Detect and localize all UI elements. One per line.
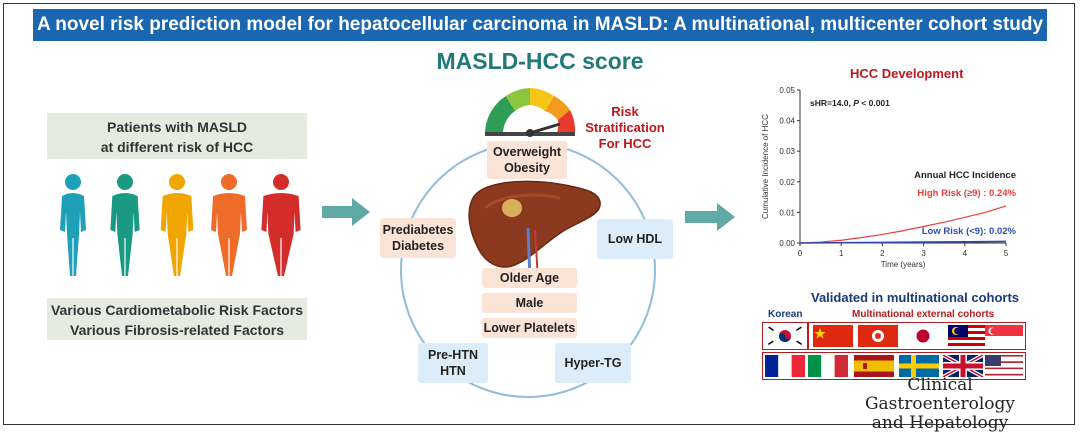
person-figure-icon xyxy=(261,174,301,276)
patients-line2: at different risk of HCC xyxy=(100,139,254,155)
korean-label: Korean xyxy=(768,309,803,320)
high-risk-line xyxy=(799,205,1007,244)
france-flag-icon xyxy=(765,355,805,377)
arrow-right-icon xyxy=(685,203,735,231)
flag-row-2 xyxy=(762,352,1026,380)
prediabetes-line1: Prediabetes xyxy=(382,223,454,237)
italy-flag-icon xyxy=(808,355,848,377)
body-figures xyxy=(60,174,301,276)
factor-low-hdl: Low HDL xyxy=(597,219,673,259)
factor-hyper-tg: Hyper-TG xyxy=(555,343,631,383)
factors-box: Various Cardiometabolic Risk Factors Var… xyxy=(47,298,307,340)
patients-line1: Patients with MASLD xyxy=(106,119,247,135)
factor-prediabetes-diabetes: Prediabetes Diabetes xyxy=(380,218,456,258)
factor-older-age: Older Age xyxy=(482,268,577,288)
korea-flag-icon xyxy=(763,325,807,347)
arrow-right-icon xyxy=(322,198,370,226)
validation-title: Validated in multinational cohorts xyxy=(810,290,1020,305)
sweden-flag-icon xyxy=(899,355,939,377)
risk-label-line1: Risk Stratification xyxy=(585,104,665,135)
hyper-tg-label: Hyper-TG xyxy=(564,356,622,370)
journal-name: Clinical Gastroenterology and Hepatology xyxy=(840,376,1040,433)
risk-gauge-icon xyxy=(485,88,576,137)
flag-row-1 xyxy=(762,322,1026,350)
chart-title: HCC Development xyxy=(850,66,964,81)
y-tick-label: 0.00 xyxy=(779,239,795,248)
x-tick-label: 4 xyxy=(963,249,968,258)
person-figure-icon xyxy=(110,174,140,276)
factors-line1: Various Cardiometabolic Risk Factors xyxy=(50,302,304,318)
factors-line2: Various Fibrosis-related Factors xyxy=(70,322,284,338)
x-tick-label: 5 xyxy=(1004,249,1009,258)
uk-flag-icon xyxy=(943,355,984,377)
y-tick-label: 0.01 xyxy=(779,208,795,217)
low-risk-label: Low Risk (<9): 0.02% xyxy=(922,226,1017,237)
japan-flag-icon xyxy=(903,325,943,347)
overweight-line2: Obesity xyxy=(504,161,550,175)
hongkong-flag-icon xyxy=(858,325,898,347)
low-risk-line xyxy=(799,240,1007,244)
risk-stratification-label: Risk Stratification For HCC xyxy=(575,104,675,152)
factor-lower-platelets: Lower Platelets xyxy=(482,318,577,338)
person-figure-icon xyxy=(160,174,194,276)
external-label: Multinational external cohorts xyxy=(852,309,995,320)
high-risk-label: High Risk (≥9) : 0.24% xyxy=(917,188,1016,199)
patients-box: Patients with MASLD at different risk of… xyxy=(47,113,307,159)
factor-male: Male xyxy=(482,293,577,313)
older-age-label: Older Age xyxy=(499,271,560,285)
y-tick-label: 0.02 xyxy=(779,178,795,187)
person-figure-icon xyxy=(211,174,247,276)
low-hdl-label: Low HDL xyxy=(607,232,663,246)
factor-circle-diagram xyxy=(400,88,656,398)
x-tick-label: 1 xyxy=(839,249,844,258)
banner-title: A novel risk prediction model for hepato… xyxy=(36,14,1044,35)
prehtn-line1: Pre-HTN xyxy=(427,348,478,362)
prehtn-line2: HTN xyxy=(440,364,466,378)
x-tick-label: 0 xyxy=(798,249,803,258)
male-label: Male xyxy=(515,296,544,310)
factor-overweight-obesity: Overweight Obesity xyxy=(487,141,567,179)
liver-icon xyxy=(468,180,601,281)
x-tick-label: 3 xyxy=(921,249,926,258)
prediabetes-line2: Diabetes xyxy=(391,239,445,253)
journal-line1: Clinical Gastroenterology xyxy=(864,375,1016,414)
score-title: MASLD-HCC score xyxy=(436,48,644,74)
y-tick-label: 0.05 xyxy=(779,86,795,95)
singapore-flag-icon xyxy=(985,325,1023,347)
x-axis-label: Time (years) xyxy=(881,260,926,269)
spain-flag-icon xyxy=(854,355,894,377)
lower-platelets-label: Lower Platelets xyxy=(483,321,576,335)
china-flag-icon xyxy=(813,325,853,347)
annual-incidence-title: Annual HCC Incidence xyxy=(914,170,1016,181)
y-axis-label: Cumulative Incidence of HCC xyxy=(761,114,770,219)
y-tick-label: 0.03 xyxy=(779,147,795,156)
risk-label-line2: For HCC xyxy=(598,136,652,151)
title-banner: A novel risk prediction model for hepato… xyxy=(33,9,1047,41)
malaysia-flag-icon xyxy=(948,325,988,347)
person-figure-icon xyxy=(60,174,86,276)
overweight-line1: Overweight xyxy=(492,145,562,159)
journal-line2: and Hepatology xyxy=(871,413,1009,433)
factor-prehtn-htn: Pre-HTN HTN xyxy=(418,343,488,383)
shr-annotation: sHR=14.0, P < 0.001 xyxy=(810,98,890,108)
x-tick-label: 2 xyxy=(880,249,885,258)
y-tick-label: 0.04 xyxy=(779,117,795,126)
usa-flag-icon xyxy=(985,355,1023,377)
